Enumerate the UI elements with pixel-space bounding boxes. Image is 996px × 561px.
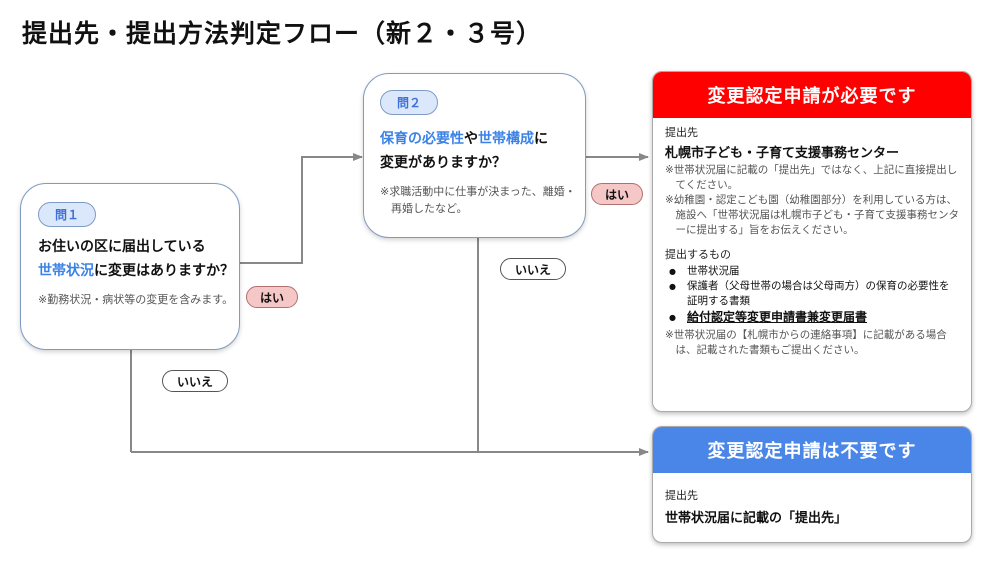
page-title: 提出先・提出方法判定フロー（新２・３号） — [22, 19, 543, 48]
required-item: 世帯状況届 — [665, 264, 959, 279]
q2-no-label: いいえ — [500, 258, 566, 280]
required-note-3: ※世帯状況届の【札幌市からの連絡事項】に記載がある場合は、記載された書類もご提出… — [665, 329, 947, 356]
q2-yes-label: はい — [591, 183, 643, 205]
question-1-note: ※勤務状況・病状等の変更を含みます。 — [38, 293, 234, 306]
question-2-tag: 問２ — [380, 90, 439, 115]
question-1-tag: 問１ — [38, 202, 97, 227]
required-note-2: ※幼稚園・認定こども園（幼稚園部分）を利用している方は、施設へ「世帯状況届は札幌… — [665, 194, 959, 236]
required-dest: 札幌市子ども・子育て支援事務センター — [665, 146, 900, 161]
question-2-text: 保育の必要性や世帯構成に 変更がありますか？ — [380, 131, 548, 171]
required-items-list: 世帯状況届 保護者（父母世帯の場合は父母両方）の保育の必要性を証明する書類 給付… — [665, 264, 959, 326]
result-required-header: 変更認定申請が必要です — [653, 72, 971, 118]
question-2-note: ※求職活動中に仕事が決まった、離婚・再婚したなど。 — [380, 185, 576, 215]
result-not-required-header: 変更認定申請は不要です — [653, 427, 971, 473]
result-required-box: 変更認定申請が必要です 提出先 札幌市子ども・子育て支援事務センター ※世帯状況… — [652, 71, 972, 412]
required-note-1: ※世帯状況届に記載の「提出先」ではなく、上記に直接提出してください。 — [665, 164, 958, 191]
not-required-dest: 世帯状況届に記載の「提出先」 — [665, 511, 848, 526]
question-1-text: お住いの区に届出している 世帯状況に変更はありますか？ — [38, 239, 234, 279]
q1-no-label: いいえ — [162, 370, 228, 392]
question-1-box: 問１ お住いの区に届出している 世帯状況に変更はありますか？ ※勤務状況・病状等… — [20, 183, 240, 350]
required-item: 保護者（父母世帯の場合は父母両方）の保育の必要性を証明する書類 — [665, 279, 959, 309]
q1-yes-label: はい — [246, 286, 298, 308]
not-required-dest-label: 提出先 — [665, 489, 698, 502]
required-item: 給付認定等変更申請書兼変更届書 — [665, 309, 959, 326]
question-2-box: 問２ 保育の必要性や世帯構成に 変更がありますか？ ※求職活動中に仕事が決まった… — [363, 73, 586, 238]
required-dest-label: 提出先 — [665, 126, 698, 139]
result-not-required-box: 変更認定申請は不要です 提出先 世帯状況届に記載の「提出先」 — [652, 426, 972, 543]
required-items-label: 提出するもの — [665, 248, 731, 261]
q1-yes-connector — [240, 153, 363, 264]
